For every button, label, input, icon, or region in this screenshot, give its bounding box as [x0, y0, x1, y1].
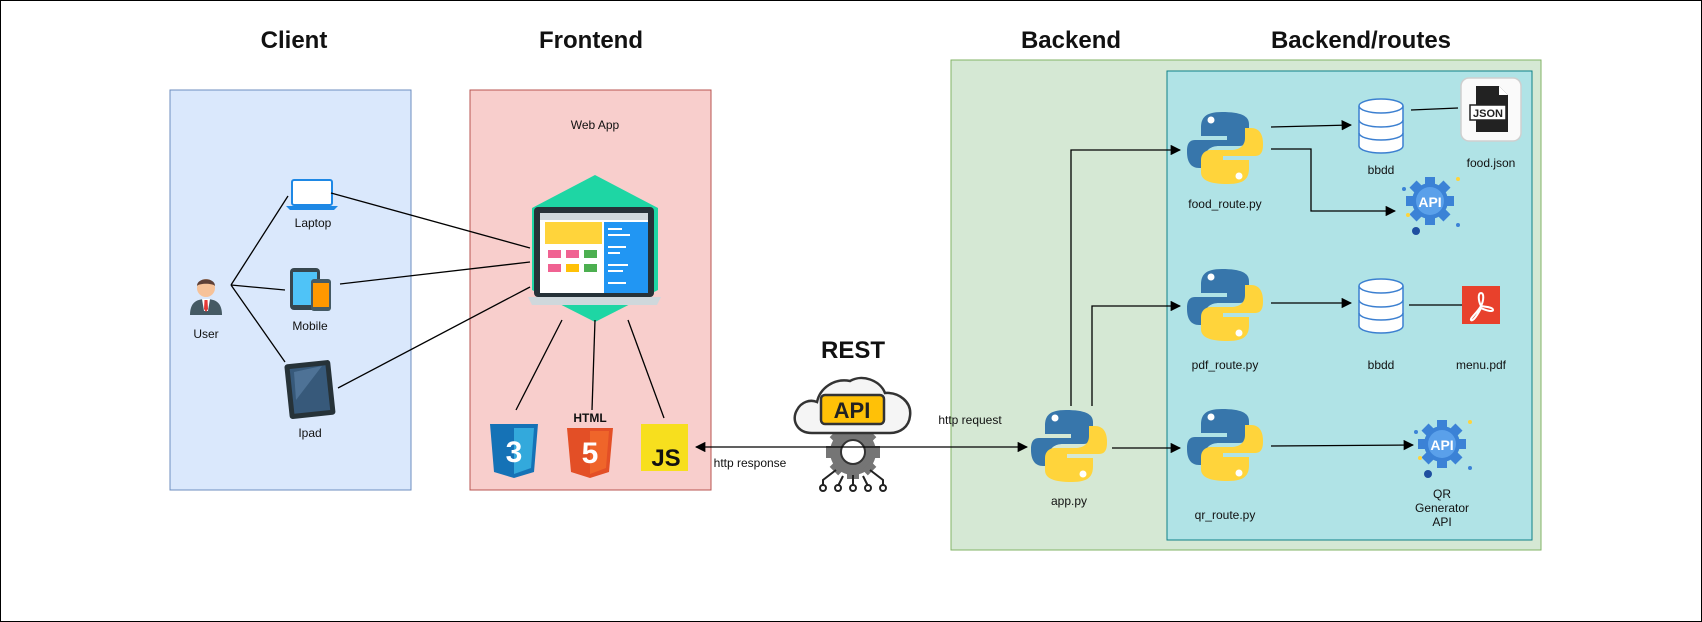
html-badge: HTML [573, 411, 606, 425]
ipad-label: Ipad [298, 426, 321, 440]
heading-backend-routes: Backend/routes [1271, 27, 1451, 54]
food-route-label: food_route.py [1188, 197, 1261, 211]
http-response-label: http response [714, 456, 787, 470]
json-file-icon: JSON [1460, 77, 1522, 142]
laptop-icon [286, 179, 338, 210]
css3-number: 3 [506, 436, 523, 469]
api-badge-food: API [1418, 194, 1441, 210]
laptop-label: Laptop [295, 216, 332, 230]
food-json-label: food.json [1467, 156, 1516, 170]
user-device-links [230, 195, 289, 363]
bbdd-food-label: bbdd [1368, 163, 1395, 177]
api-badge-qr: API [1430, 437, 1453, 453]
mobile-label: Mobile [292, 319, 328, 333]
database-icon-food [1358, 98, 1404, 154]
heading-client: Client [261, 27, 328, 54]
api-gear-icon-food: API [1402, 177, 1460, 235]
web-app-label: Web App [571, 118, 620, 132]
device-webapp-links [330, 192, 531, 389]
mobile-icon [290, 268, 331, 311]
js-badge: JS [651, 445, 680, 472]
qr-route-label: qr_route.py [1195, 508, 1256, 522]
pdf-route-label: pdf_route.py [1192, 358, 1259, 372]
route-resource-arrows [1270, 107, 1462, 451]
css3-icon: 3 [490, 424, 538, 478]
javascript-icon: JS [641, 424, 688, 472]
app-py-label: app.py [1051, 494, 1087, 508]
json-badge: JSON [1473, 108, 1503, 120]
html5-icon: HTML 5 [567, 411, 613, 478]
user-label: User [193, 327, 218, 341]
bbdd-pdf-label: bbdd [1368, 358, 1395, 372]
pdf-file-icon [1462, 286, 1500, 324]
qr-api-label-line2: Generator [1415, 501, 1469, 515]
webapp-tech-links [515, 319, 665, 419]
api-gear-icon-qr: API [1414, 420, 1472, 478]
user-icon [190, 279, 222, 315]
html5-number: 5 [582, 437, 599, 470]
tablet-icon [284, 360, 336, 419]
heading-backend: Backend [1021, 27, 1121, 54]
http-request-label: http request [938, 413, 1002, 427]
database-icon-pdf [1358, 278, 1404, 334]
web-app-icon [528, 175, 661, 322]
qr-api-label-line3: API [1432, 515, 1451, 529]
qr-api-label-line1: QR [1433, 487, 1451, 501]
app-route-arrows [1070, 144, 1182, 454]
heading-rest: REST [821, 337, 885, 364]
rest-api-badge: API [834, 398, 871, 423]
menu-pdf-label: menu.pdf [1456, 358, 1507, 372]
heading-frontend: Frontend [539, 27, 643, 54]
